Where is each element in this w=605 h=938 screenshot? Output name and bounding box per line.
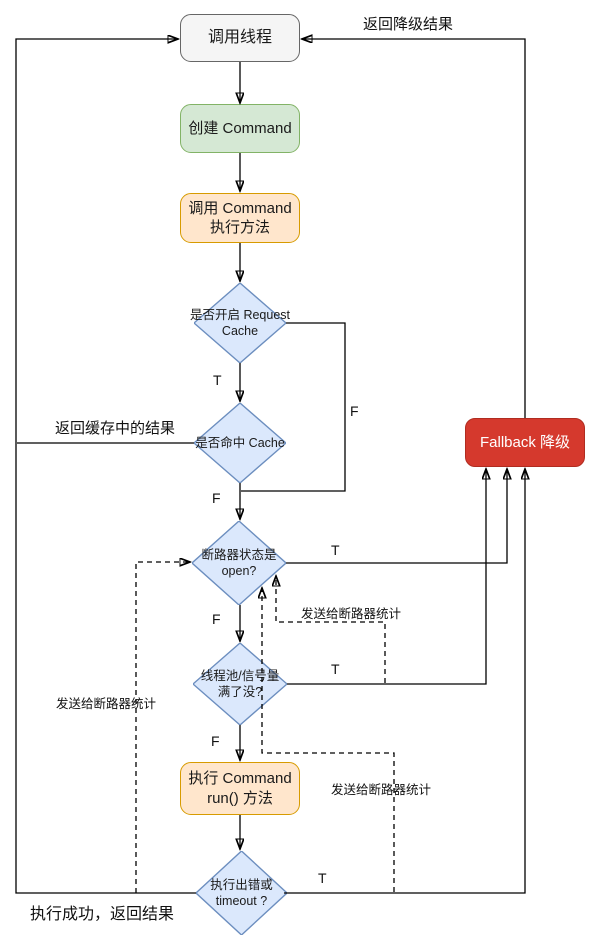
- diamond-shape: [192, 521, 286, 605]
- node-invoke-execute-method: 调用 Command 执行方法: [180, 193, 300, 243]
- decision-label: 断路器状态是 open?: [201, 547, 277, 578]
- node-calling-thread: 调用线程: [180, 14, 300, 62]
- edge-error-true-to-fallback: [284, 469, 525, 894]
- node-label: 调用 Command 执行方法: [188, 199, 292, 237]
- node-create-command: 创建 Command: [180, 104, 300, 153]
- branch-label-request-cache-true: T: [213, 372, 222, 388]
- caption-stats-to-breaker-from-error: 发送给断路器统计: [331, 783, 432, 797]
- branch-label-error-timeout-true: T: [318, 870, 327, 886]
- node-label: 执行 Command run() 方法: [188, 770, 292, 807]
- decision-label: 执行出错或 timeout ?: [210, 877, 273, 908]
- edge-fallback-return-loop: [302, 39, 526, 418]
- edge-stats-from-error: [262, 588, 395, 892]
- caption-return-fallback-result: 返回降级结果: [363, 16, 454, 33]
- decision-error-or-timeout: 执行出错或 timeout ?: [196, 851, 287, 935]
- decision-label: 线程池/信号量 满了没?: [200, 668, 280, 699]
- decision-circuit-breaker-open: 断路器状态是 open?: [192, 521, 286, 605]
- node-run-command-method: 执行 Command run() 方法: [180, 762, 300, 815]
- edge-circuit-true-to-fallback: [286, 469, 507, 564]
- caption-return-cached-result: 返回缓存中的结果: [55, 420, 176, 437]
- caption-success-return-result: 执行成功，返回结果: [30, 906, 175, 923]
- caption-stats-to-breaker-from-pool: 发送给断路器统计: [301, 607, 402, 621]
- branch-label-circuit-open-false: F: [212, 611, 221, 627]
- node-label: 创建 Command: [188, 119, 292, 137]
- node-fallback-degrade: Fallback 降级: [465, 418, 585, 467]
- edge-stats-from-success: [135, 562, 190, 893]
- edge-pool-true-to-fallback: [287, 469, 486, 685]
- branch-label-circuit-open-true: T: [331, 542, 340, 558]
- decision-label: 是否命中 Cache: [195, 435, 285, 450]
- decision-cache-hit: 是否命中 Cache: [194, 403, 286, 483]
- branch-label-pool-full-true: T: [331, 661, 340, 677]
- decision-pool-or-semaphore-full: 线程池/信号量 满了没?: [193, 643, 287, 725]
- edge-success-return-loop: [15, 39, 196, 894]
- branch-label-pool-full-false: F: [211, 733, 220, 749]
- branch-label-cache-hit-false: F: [212, 490, 221, 506]
- branch-label-request-cache-false: F: [350, 403, 359, 419]
- caption-stats-to-breaker-from-success: 发送给断路器统计: [56, 697, 157, 711]
- decision-label: 是否开启 Request Cache: [189, 307, 291, 338]
- node-label: 调用线程: [207, 28, 272, 46]
- node-label: Fallback 降级: [479, 433, 571, 451]
- decision-request-cache-enabled: 是否开启 Request Cache: [190, 283, 290, 363]
